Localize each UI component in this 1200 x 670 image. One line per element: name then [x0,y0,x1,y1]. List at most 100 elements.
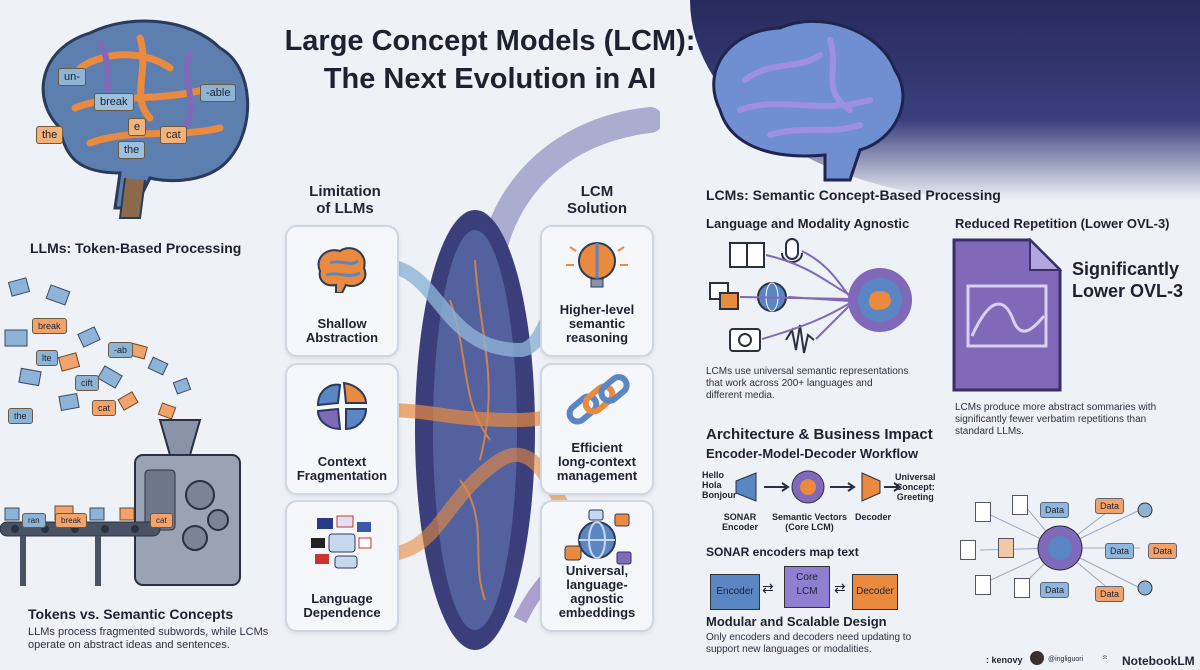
decoder-label: Decoder [855,512,892,522]
caption-line: Language [311,591,373,606]
desc-line: operate on abstract ideas and sentences. [28,639,230,651]
brain-token: cat [160,126,187,144]
greeting-inputs: Hello Hola Bonjour [702,470,737,500]
conveyor-token: break [55,513,88,528]
label-line: Concept: [895,482,935,492]
caption-line: language-agnostic [566,577,628,606]
data-chip: Data [1095,498,1125,514]
conveyor-token: cat [150,513,173,528]
flags-speech-bubbles-icon [311,515,372,569]
universal-concept-label: Universal Concept: Greeting [895,472,936,502]
limitations-heading: Limitation of LLMs [290,183,400,217]
title-line-1: Large Concept Models (LCM): [284,25,696,57]
desc-line: different media. [706,390,775,401]
brain-icon [317,247,367,294]
tokens-vs-concepts-desc: LLMs process fragmented subwords, while … [28,626,268,652]
workflow-title: Encoder-Model-Decoder Workflow [706,446,919,461]
llm-token-label: LLMs: Token-Based Processing [30,240,242,256]
data-chip: Data [1148,543,1178,559]
label-line: Universal [895,472,936,482]
conveyor-token: ran [22,513,46,528]
lcm-solution-heading: LCM Solution [542,183,652,217]
document-icon [1014,578,1030,598]
broken-puzzle-icon [316,381,368,431]
data-chip: Data [1095,586,1125,602]
kenovy-brand: : kenovy [986,655,1023,665]
brain-token: the [118,141,146,159]
brain-token: break [94,93,134,111]
language-agnostic-title: Language and Modality Agnostic [706,216,910,231]
desc-line: support new languages or modalities. [706,644,872,655]
caption-line: Higher-level [559,302,635,317]
modular-design-title: Modular and Scalable Design [706,614,887,629]
scatter-token: cat [92,400,117,416]
data-chip: Data [1105,543,1135,559]
caption-line: Context [317,454,367,469]
title-line-2: The Next Evolution in AI [323,63,657,95]
document-icon [1012,495,1028,515]
document-icon [975,502,991,522]
author-handle: @ingliguori [1048,656,1084,663]
microphone-icon [781,238,803,263]
notebooklm-brand: NotebookLM [1122,654,1195,668]
greeting-word: Bonjour [702,490,737,500]
desc-line: that work across 200+ languages and [706,378,873,389]
language-agnostic-desc: LCMs use universal semantic representati… [706,366,908,402]
scatter-token: the [8,408,33,424]
greeting-word: Hello [702,470,725,480]
caption-line: embeddings [558,605,636,620]
desc-line: Only encoders and decoders need updating… [706,632,912,643]
page-title: Large Concept Models (LCM): The Next Evo… [280,22,700,98]
caption-line: Dependence [303,605,381,620]
scatter-token: -ab [108,342,134,358]
data-cluster-illustration [979,499,1153,596]
camera-icon [729,328,761,352]
avatar [1030,651,1044,665]
document-icon [998,538,1014,558]
reduced-repetition-desc: LCMs produce more abstract sommaries wit… [955,402,1156,438]
bidirectional-arrow-icon: ⇄ [762,580,774,596]
data-chip: Data [1040,502,1070,518]
token-machine-illustration [0,277,241,586]
decoder-box: Decoder [852,574,898,610]
scatter-token: break [32,318,67,334]
caption-line: Abstraction [305,330,379,345]
data-chip: Data [1040,582,1070,598]
caption-line: Universal, [565,563,629,578]
brain-token: the [36,126,64,144]
modular-design-desc: Only encoders and decoders need updating… [706,632,911,656]
label-line: Semantic Vectors [772,512,848,522]
heading-line: Limitation [309,183,381,200]
sonar-encoder-label: SONAR Encoder [722,512,758,532]
globe-languages-icon [564,509,632,565]
label-line: (Core LCM) [785,522,834,532]
brain-token: -able [200,84,237,102]
token-brain-illustration [41,19,250,219]
desc-line: significantly fewer verbatim repetitions… [955,414,1147,425]
greeting-word: Hola [702,480,722,490]
brain-token: e [128,118,147,136]
caption-line: management [556,468,638,483]
caption-line: Efficient [571,440,623,455]
encoder-box: Encoder [710,574,760,610]
core-lcm-box: Core LCM [784,566,830,608]
scatter-token: cift [75,375,99,391]
bidirectional-arrow-icon: ⇄ [834,580,846,596]
architecture-title: Architecture & Business Impact [706,426,933,443]
desc-line: LCMs produce more abstract sommaries wit… [955,402,1157,413]
workflow-diagram [735,470,902,504]
caption-line: semantic [568,316,626,331]
chain-link-icon [566,374,630,425]
book-icon [729,242,765,268]
brain-lightbulb-icon [566,242,628,288]
label-line: SONAR [723,512,757,522]
heading-line: of LLMs [316,200,374,217]
